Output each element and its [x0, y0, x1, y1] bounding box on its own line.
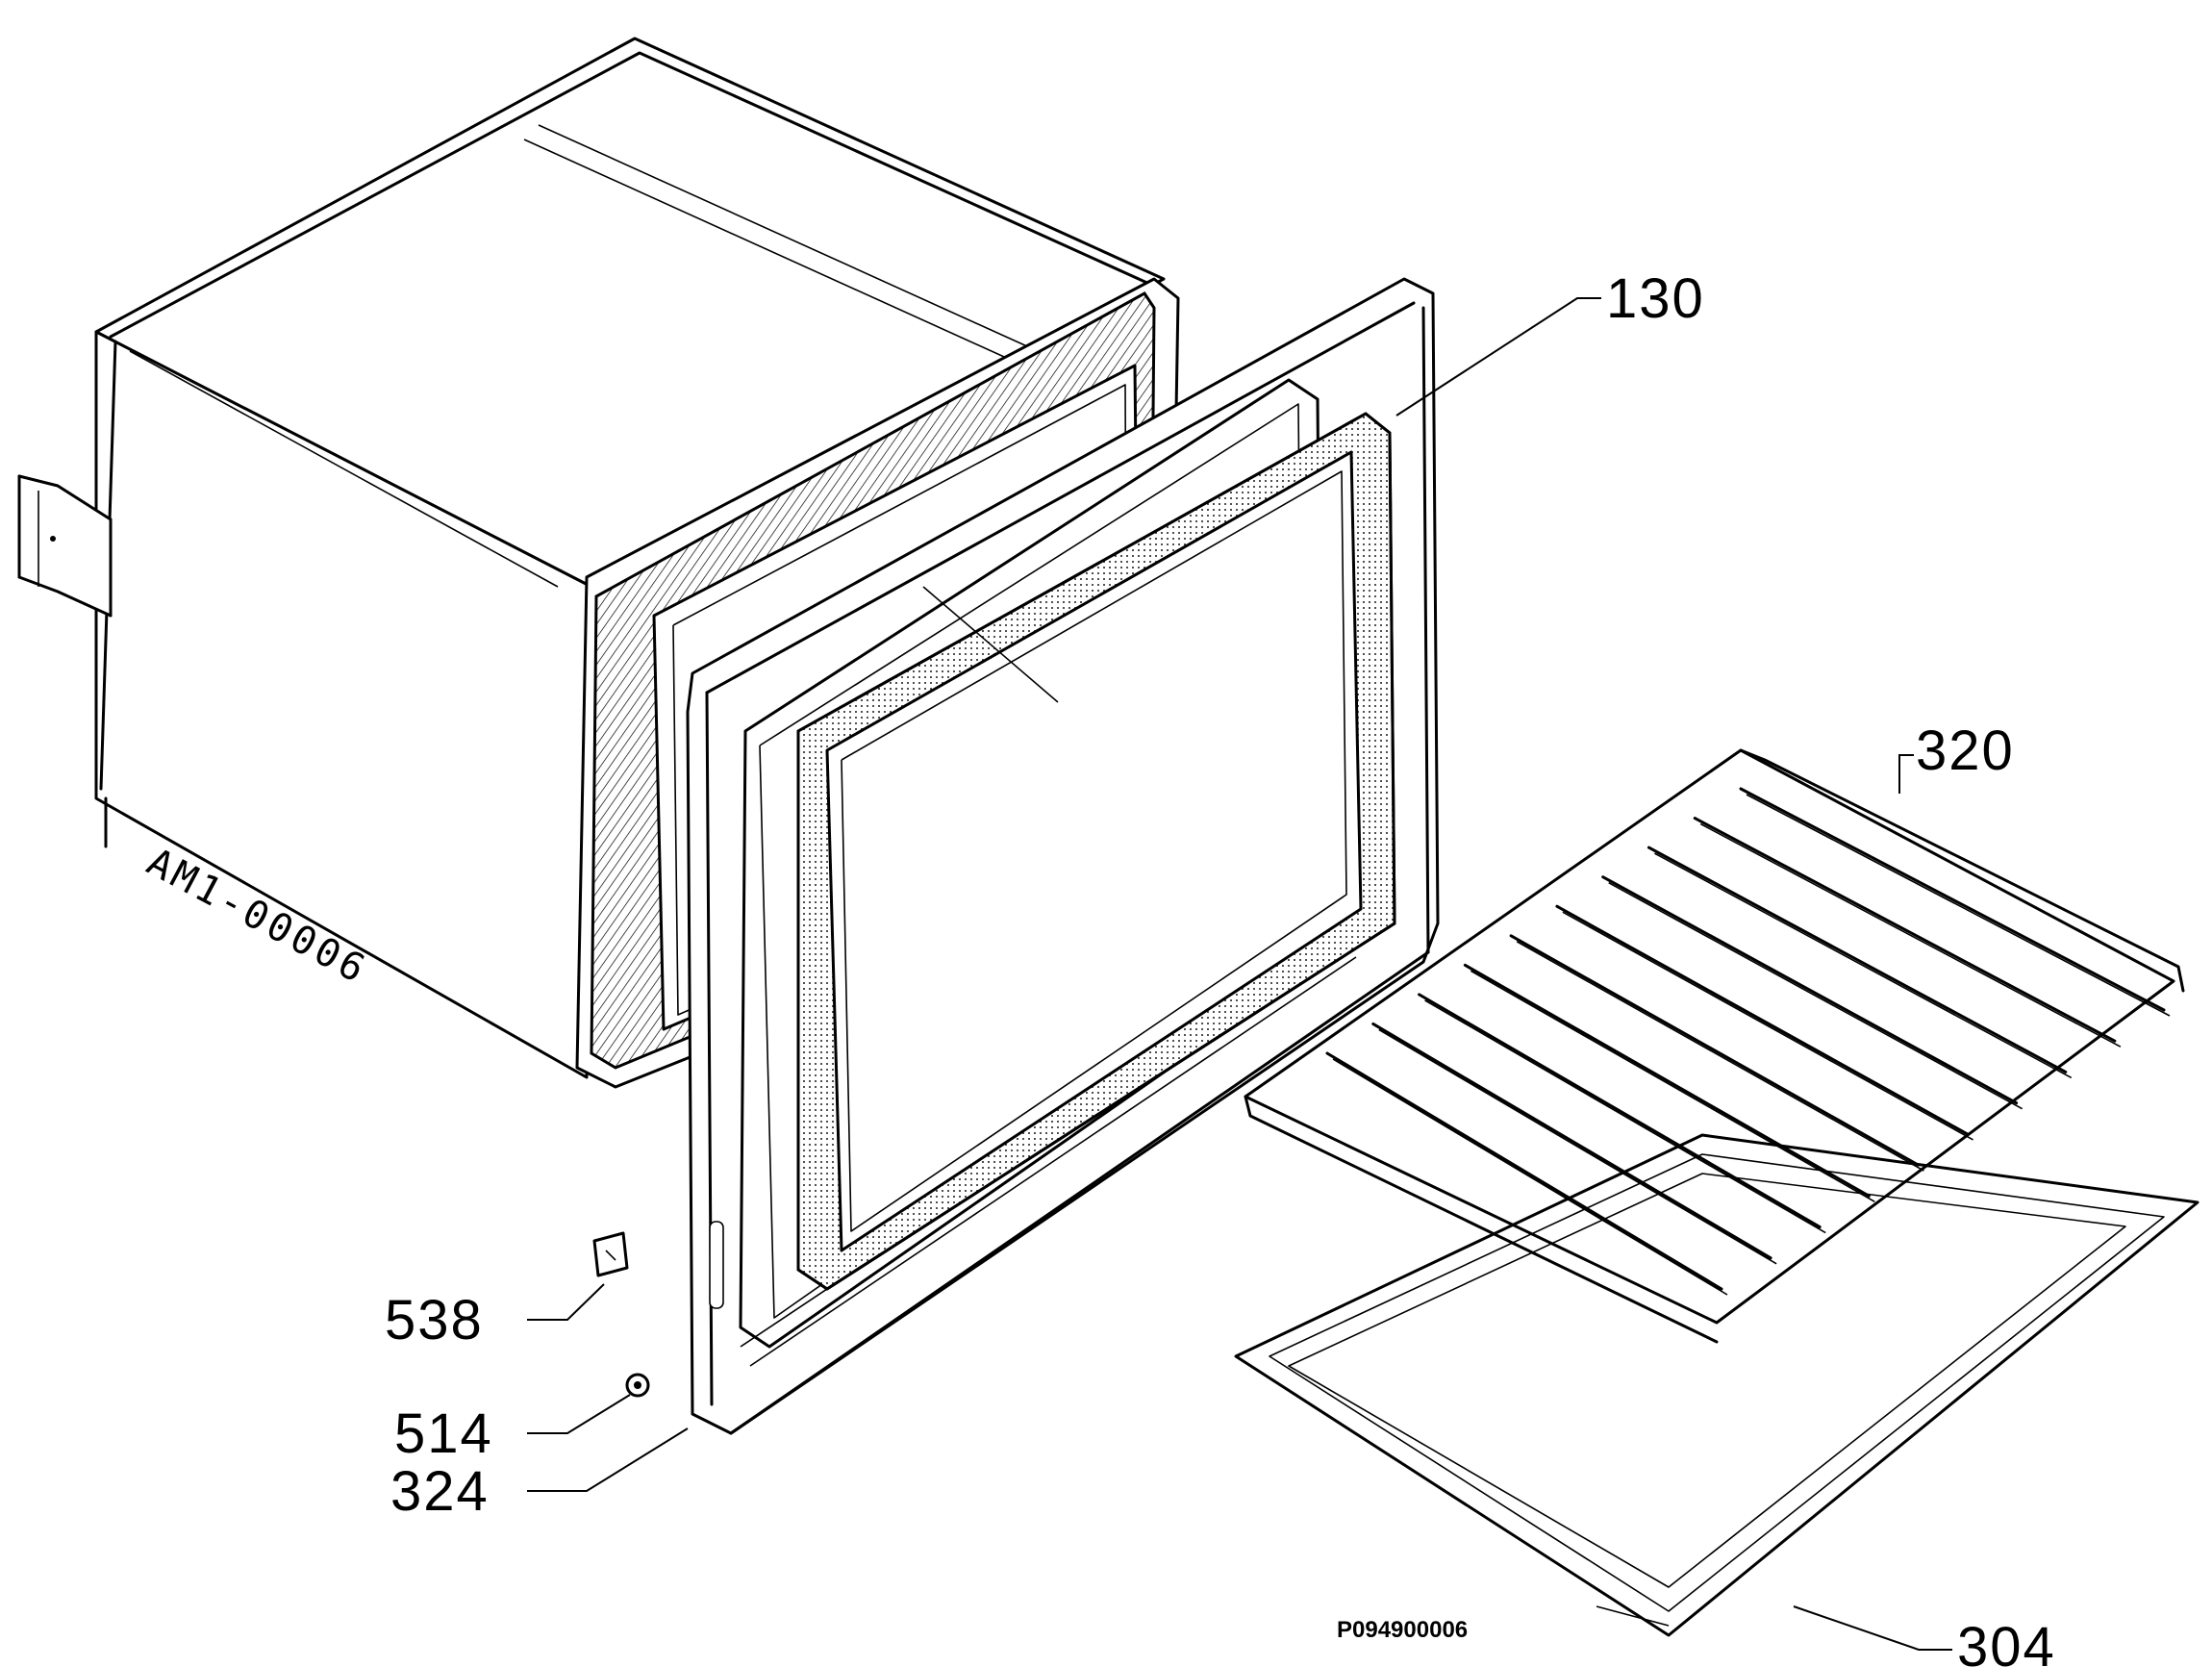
drawing-code: P094900006: [1337, 1617, 1468, 1643]
shelf-rod: [1555, 904, 1970, 1136]
part-538-clip: [592, 1231, 629, 1277]
shelf-rod: [1463, 963, 1871, 1198]
callout-514: 514: [394, 1402, 493, 1465]
shelf-rod-shadow: [1332, 1058, 1728, 1296]
mounting-bracket: [17, 474, 113, 618]
shelf-rod: [1739, 787, 2166, 1012]
shelf-rod: [1418, 993, 1822, 1229]
shelf-rod-shadow: [1516, 941, 1924, 1172]
shelf-rod: [1371, 1022, 1772, 1260]
door-glass-130: [796, 412, 1396, 1291]
callout-304: 304: [1957, 1616, 2056, 1667]
shelf-rod: [1646, 846, 2068, 1073]
shelf-rod: [1601, 875, 2019, 1105]
callout-320: 320: [1916, 720, 2015, 782]
shelf-rod-shadow: [1470, 970, 1875, 1203]
callout-324: 324: [390, 1460, 490, 1523]
shelf-rod-shadow: [1608, 881, 2023, 1110]
shelf-rod-shadow: [1699, 822, 2122, 1048]
shelf-rod-shadow: [1424, 999, 1826, 1234]
shelf-rod-shadow: [1746, 794, 2171, 1017]
shelf-rod-shadow: [1562, 911, 1973, 1141]
shelf-rod-shadow: [1378, 1028, 1777, 1265]
baking-tray-304: [1234, 1133, 2199, 1637]
shelf-rod: [1509, 934, 1920, 1167]
part-514-knob: [625, 1373, 650, 1398]
wire-shelf-320: [1244, 748, 2185, 1344]
shelf-rod-shadow: [1654, 852, 2073, 1079]
leader-lines: [527, 297, 1952, 1651]
shelf-rod: [1693, 817, 2117, 1043]
callout-130: 130: [1606, 267, 1705, 330]
shelf-rod: [1325, 1051, 1723, 1291]
callout-538: 538: [385, 1289, 484, 1351]
